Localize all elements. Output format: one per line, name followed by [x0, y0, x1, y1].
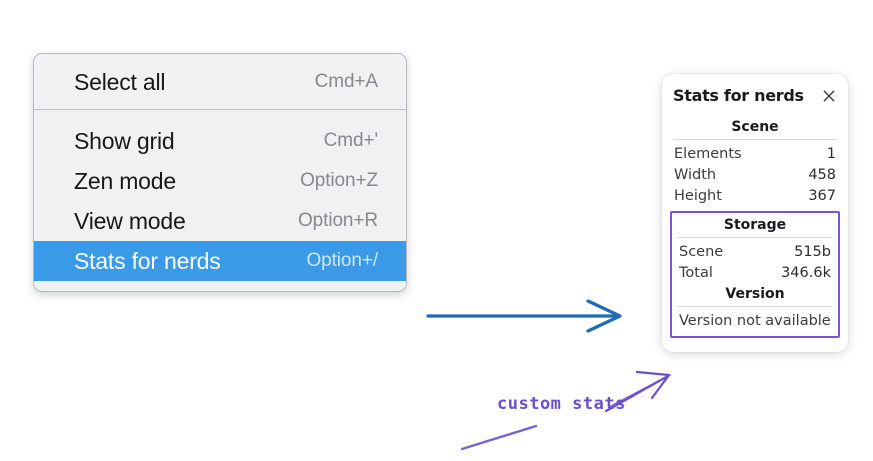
stat-value: 367: [808, 187, 836, 204]
menu-item-shortcut: Cmd+': [323, 130, 378, 151]
stat-label: Scene: [679, 243, 724, 260]
menu-item-shortcut: Option+Z: [300, 170, 378, 191]
version-heading: Version: [725, 286, 785, 302]
stat-label: Width: [674, 166, 717, 183]
storage-section: Storage Scene 515b Total 346.6k: [678, 214, 832, 283]
table-row: Height 367: [673, 185, 837, 206]
table-row: Elements 1: [673, 143, 837, 164]
menu-item-select-all[interactable]: Select all Cmd+A: [34, 62, 406, 102]
stat-value: 1: [826, 145, 836, 162]
version-section: Version Version not available: [678, 283, 832, 332]
table-row: Total 346.6k: [678, 262, 832, 283]
storage-heading: Storage: [723, 217, 787, 233]
stat-label: Total: [679, 264, 713, 281]
purple-underline-stroke: [460, 424, 538, 451]
menu-item-zen-mode[interactable]: Zen mode Option+Z: [34, 161, 406, 201]
stat-value: 458: [808, 166, 836, 183]
menu-item-label: Select all: [74, 68, 166, 95]
menu-item-label: Show grid: [74, 127, 175, 154]
section-divider: [678, 237, 832, 238]
menu-item-shortcut: Option+/: [306, 250, 378, 271]
menu-item-label: View mode: [74, 207, 186, 234]
panel-header: Stats for nerds: [673, 86, 837, 105]
canvas-context-menu[interactable]: Select all Cmd+A Show grid Cmd+' Zen mod…: [33, 53, 407, 292]
menu-section-secondary: Show grid Cmd+' Zen mode Option+Z View m…: [34, 110, 406, 281]
scene-heading: Scene: [731, 119, 779, 135]
stat-value: 346.6k: [781, 264, 831, 281]
blue-arrow: [426, 299, 622, 333]
stat-label: Elements: [674, 145, 742, 162]
menu-item-show-grid[interactable]: Show grid Cmd+': [34, 121, 406, 161]
section-divider: [678, 306, 832, 307]
menu-item-shortcut: Cmd+A: [314, 71, 378, 92]
section-divider: [673, 139, 837, 140]
panel-title: Stats for nerds: [673, 86, 804, 105]
stats-for-nerds-panel[interactable]: Stats for nerds Scene Elements 1 Width 4…: [662, 74, 848, 352]
close-icon[interactable]: [821, 88, 837, 104]
table-row: Scene 515b: [678, 241, 832, 262]
scene-section: Scene Elements 1 Width 458 Height 367: [673, 116, 837, 206]
menu-divider: [34, 109, 406, 110]
menu-item-label: Zen mode: [74, 167, 176, 194]
stat-label: Height: [674, 187, 722, 204]
menu-item-stats-for-nerds[interactable]: Stats for nerds Option+/: [34, 241, 406, 281]
custom-stats-annotation-label: custom stats: [497, 394, 626, 414]
menu-item-view-mode[interactable]: View mode Option+R: [34, 201, 406, 241]
custom-stats-highlight-box: Storage Scene 515b Total 346.6k Version …: [670, 211, 840, 338]
menu-section-primary: Select all Cmd+A: [34, 54, 406, 109]
menu-item-label: Stats for nerds: [74, 247, 221, 274]
stat-value: 515b: [794, 243, 831, 260]
version-text: Version not available: [679, 313, 831, 329]
table-row: Width 458: [673, 164, 837, 185]
menu-item-shortcut: Option+R: [298, 210, 378, 231]
